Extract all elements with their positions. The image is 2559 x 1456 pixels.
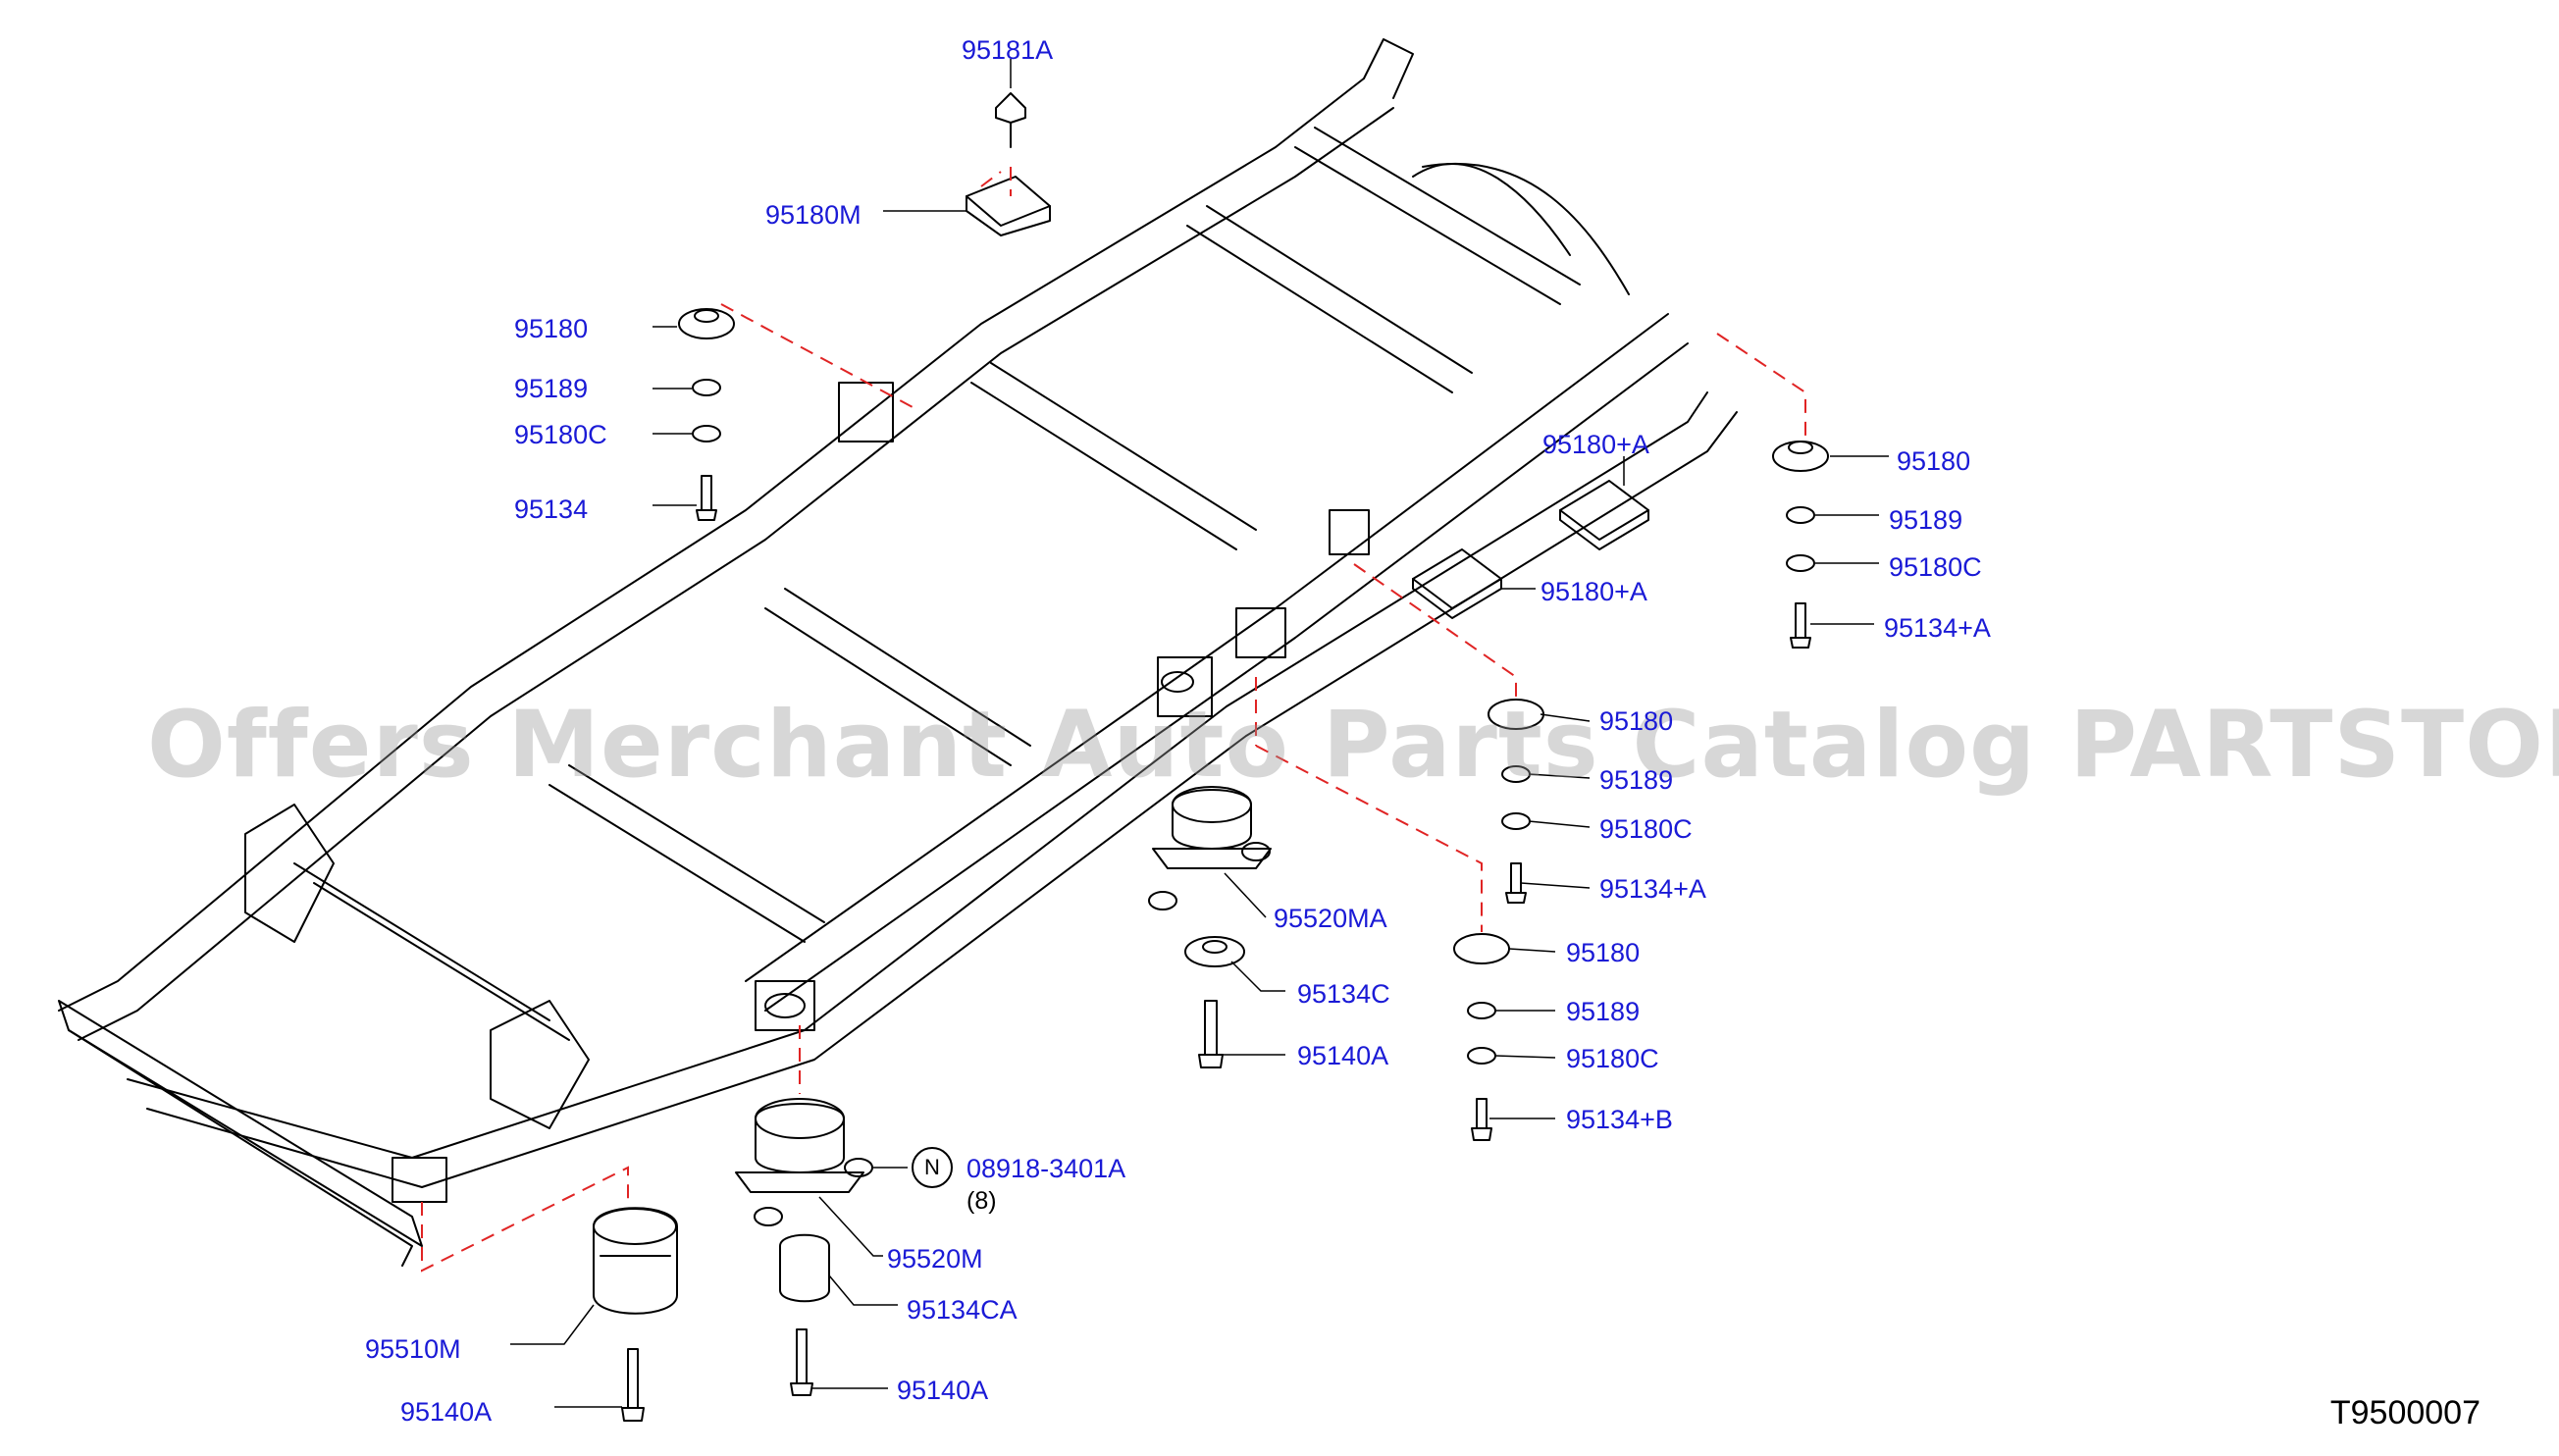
label-95180c-right[interactable]: 95180C [1889,552,1982,582]
label-95189-mid[interactable]: 95189 [1599,765,1674,795]
label-95180-low[interactable]: 95180 [1566,938,1641,967]
label-95134[interactable]: 95134 [514,494,589,524]
clip-95181a [995,92,1026,148]
label-95180c-low[interactable]: 95180C [1566,1044,1659,1073]
body-mount-95510m [593,1207,678,1422]
hardware-middle-stack [1488,699,1544,904]
hardware-left-stack [678,308,735,521]
label-95189-low[interactable]: 95189 [1566,997,1641,1026]
left-frame-rail [58,78,1738,1188]
label-95180[interactable]: 95180 [514,314,589,343]
front-crossmember [58,1000,423,1267]
cross-members [293,127,1581,1041]
label-95180-right[interactable]: 95180 [1897,446,1971,476]
label-95180-a-lower[interactable]: 95180+A [1541,577,1647,606]
hardware-lower-stack [1453,933,1510,1141]
label-95520m[interactable]: 95520M [887,1244,983,1274]
label-95180c-mid[interactable]: 95180C [1599,814,1693,844]
label-95520ma[interactable]: 95520MA [1274,904,1387,933]
label-08918-3401a[interactable]: 08918-3401A [966,1154,1126,1183]
label-95134c[interactable]: 95134C [1297,979,1390,1009]
label-95189[interactable]: 95189 [514,374,589,403]
label-95180m[interactable]: 95180M [765,200,862,230]
label-95510m[interactable]: 95510M [365,1334,461,1364]
label-95180-a-upper[interactable]: 95180+A [1542,430,1649,459]
body-mount-95520ma [1148,786,1272,1068]
hardware-right-stack [1772,441,1829,649]
label-95140a-left[interactable]: 95140A [400,1397,493,1427]
dashed-leaders [421,167,1806,1273]
quantity-note: (8) [966,1187,997,1215]
shim-pads [966,176,1649,619]
reference-code: T9500007 [2329,1394,2481,1431]
n-badge: N [912,1147,953,1188]
label-95134ca[interactable]: 95134CA [907,1295,1018,1325]
label-95134-a-mid[interactable]: 95134+A [1599,874,1706,904]
label-95181a[interactable]: 95181A [962,35,1054,65]
label-95140a-mid[interactable]: 95140A [1297,1041,1389,1070]
rear-frame-kickup [1363,38,1630,295]
label-95134-a-right[interactable]: 95134+A [1884,613,1991,643]
label-95180-mid[interactable]: 95180 [1599,706,1674,736]
label-95134-b-low[interactable]: 95134+B [1566,1105,1673,1134]
body-mount-95520m [735,1098,873,1396]
right-frame-rail [745,313,1689,1012]
label-95140a-low[interactable]: 95140A [897,1376,989,1405]
label-95189-right[interactable]: 95189 [1889,505,1963,535]
label-leaders [510,59,1889,1408]
label-95180c[interactable]: 95180C [514,420,607,449]
